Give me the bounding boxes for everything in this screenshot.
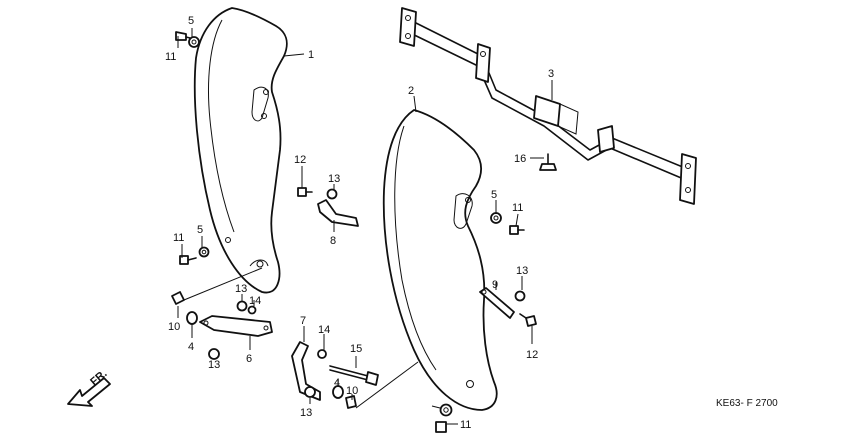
bolt-16 — [539, 153, 557, 171]
callout-5-right: 5 — [491, 189, 497, 201]
frame-stay — [399, 7, 697, 205]
bracket-9 — [479, 287, 515, 319]
callout-13-lower-left: 13 — [208, 359, 220, 371]
callout-11-bottom: 11 — [460, 419, 471, 431]
callout-9: 9 — [492, 279, 498, 291]
callout-4-left: 4 — [188, 341, 194, 353]
bracket-8 — [317, 199, 359, 227]
callout-1: 1 — [308, 49, 314, 61]
left-side-cover — [183, 7, 288, 301]
callout-16: 16 — [514, 153, 526, 165]
callout-4-lower: 4 — [334, 377, 340, 389]
callout-11-right: 11 — [512, 202, 523, 214]
callout-13-mid: 13 — [328, 173, 340, 185]
callout-15: 15 — [350, 343, 362, 355]
leader-lines — [177, 28, 553, 425]
callout-13-left: 13 — [235, 283, 247, 295]
callout-5-mid-left: 5 — [197, 224, 203, 236]
callout-10-left: 10 — [168, 321, 180, 333]
callout-13-right: 13 — [516, 265, 528, 277]
callout-2: 2 — [408, 85, 414, 97]
right-side-cover — [355, 109, 498, 411]
callout-12-mid: 12 — [294, 154, 306, 166]
callout-11-top: 11 — [165, 51, 176, 63]
callout-12-right: 12 — [526, 349, 538, 361]
callout-5-top: 5 — [188, 15, 194, 27]
callout-8: 8 — [330, 235, 336, 247]
callout-10-lower: 10 — [346, 385, 358, 397]
drawing-code: KE63- F 2700 — [716, 398, 778, 409]
front-arrow-icon — [67, 377, 111, 407]
callout-11-mid-left: 11 — [173, 232, 184, 244]
fasteners — [171, 31, 537, 433]
bracket-6 — [199, 315, 273, 337]
callout-3: 3 — [548, 68, 554, 80]
callout-13-bottom: 13 — [300, 407, 312, 419]
callout-7: 7 — [300, 315, 306, 327]
callout-14-lower: 14 — [318, 324, 330, 336]
bolt-15 — [329, 365, 379, 386]
callout-labels: 1 2 3 4 4 5 5 5 6 7 8 9 10 10 11 11 11 1… — [165, 15, 554, 431]
callout-14-left: 14 — [249, 295, 261, 307]
callout-6: 6 — [246, 353, 252, 365]
front-direction-indicator: FR. — [67, 368, 111, 407]
